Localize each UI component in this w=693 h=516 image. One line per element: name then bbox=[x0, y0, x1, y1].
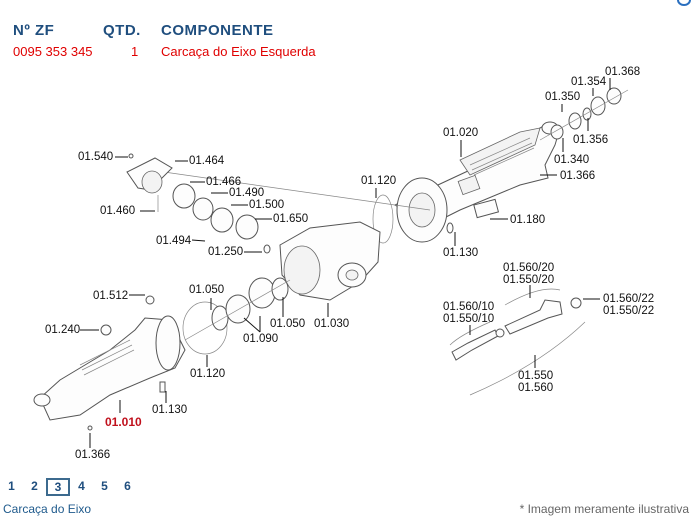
plate-01180 bbox=[473, 198, 500, 219]
label-01020[interactable]: 01.020 bbox=[443, 127, 478, 139]
page-3-link-active[interactable]: 3 bbox=[46, 478, 70, 496]
label-01550-22[interactable]: 01.550/22 bbox=[603, 305, 654, 317]
label-01490[interactable]: 01.490 bbox=[229, 187, 264, 199]
exploded-axle-diagram: 01.540 01.464 01.466 01.490 01.500 01.65… bbox=[33, 66, 654, 461]
label-01130-upper[interactable]: 01.130 bbox=[443, 247, 478, 259]
label-01240[interactable]: 01.240 bbox=[45, 324, 80, 336]
label-01550[interactable]: 01.550 bbox=[518, 370, 553, 382]
tie-rod-assembly bbox=[449, 288, 586, 396]
page-1-link[interactable]: 1 bbox=[8, 479, 15, 493]
column-header-part-number: Nº ZF bbox=[13, 22, 55, 39]
label-01368[interactable]: 01.368 bbox=[605, 66, 640, 78]
label-01550-20[interactable]: 01.550/20 bbox=[503, 274, 554, 286]
ring-01500 bbox=[210, 207, 234, 233]
label-01366-upper[interactable]: 01.366 bbox=[560, 170, 595, 182]
label-01366-lower[interactable]: 01.366 bbox=[75, 449, 110, 461]
label-01350[interactable]: 01.350 bbox=[545, 91, 580, 103]
label-01050-left[interactable]: 01.050 bbox=[189, 284, 224, 296]
screw-01366-left bbox=[87, 425, 93, 431]
label-01500[interactable]: 01.500 bbox=[249, 199, 284, 211]
qty-value: 1 bbox=[131, 44, 139, 59]
column-header-qty: QTD. bbox=[103, 22, 141, 39]
column-header-component: COMPONENTE bbox=[161, 22, 274, 39]
part-number-value: 0095 353 345 bbox=[13, 44, 93, 59]
label-01030[interactable]: 01.030 bbox=[314, 318, 349, 330]
ring-01050-left bbox=[211, 305, 229, 331]
bolt-01130-right bbox=[446, 222, 454, 234]
label-01130-lower[interactable]: 01.130 bbox=[152, 404, 187, 416]
label-01120-upper[interactable]: 01.120 bbox=[361, 175, 396, 187]
ring-01490 bbox=[192, 197, 214, 221]
leader-lines bbox=[80, 78, 611, 448]
label-01010-highlighted[interactable]: 01.010 bbox=[105, 415, 142, 429]
label-01560-10[interactable]: 01.560/10 bbox=[443, 301, 494, 313]
label-01560[interactable]: 01.560 bbox=[518, 382, 553, 394]
ring-01650 bbox=[235, 214, 259, 240]
label-01250[interactable]: 01.250 bbox=[208, 246, 243, 258]
label-01464[interactable]: 01.464 bbox=[189, 155, 225, 167]
label-01460[interactable]: 01.460 bbox=[100, 205, 135, 217]
label-01354[interactable]: 01.354 bbox=[571, 76, 607, 88]
label-01560-22[interactable]: 01.560/22 bbox=[603, 293, 654, 305]
label-01356[interactable]: 01.356 bbox=[573, 134, 608, 146]
page-selector: 1 2 3 4 5 6 bbox=[0, 478, 139, 496]
label-01120-lower[interactable]: 01.120 bbox=[190, 368, 225, 380]
illustrative-note: * Imagem meramente ilustrativa bbox=[519, 502, 689, 516]
label-01466[interactable]: 01.466 bbox=[206, 176, 241, 188]
right-bearing-stack bbox=[539, 87, 629, 141]
label-01540[interactable]: 01.540 bbox=[78, 151, 113, 163]
label-01090[interactable]: 01.090 bbox=[243, 333, 278, 345]
bearing-01090-b bbox=[248, 277, 276, 309]
component-value: Carcaça do Eixo Esquerda bbox=[161, 44, 316, 59]
plug-01240 bbox=[100, 324, 112, 336]
bolt-01130-left bbox=[159, 381, 166, 393]
label-01494[interactable]: 01.494 bbox=[156, 235, 192, 247]
plug-01250 bbox=[263, 244, 271, 254]
bracket-01464 bbox=[126, 153, 173, 212]
label-01650[interactable]: 01.650 bbox=[273, 213, 308, 225]
axle-housing-right bbox=[393, 121, 561, 243]
bearing-01090-a bbox=[225, 294, 251, 324]
page-5-link[interactable]: 5 bbox=[101, 479, 108, 493]
label-01550-10[interactable]: 01.550/10 bbox=[443, 313, 494, 325]
differential-housing bbox=[279, 221, 381, 301]
page-2-link[interactable]: 2 bbox=[31, 479, 38, 493]
axle-housing-left bbox=[33, 295, 186, 421]
label-01340[interactable]: 01.340 bbox=[554, 154, 589, 166]
label-01560-20[interactable]: 01.560/20 bbox=[503, 262, 554, 274]
gasket-01120-left bbox=[182, 301, 228, 355]
ring-01466 bbox=[172, 183, 196, 209]
corner-logo-icon bbox=[677, 0, 691, 6]
page-4-link[interactable]: 4 bbox=[78, 479, 85, 493]
label-01050-right[interactable]: 01.050 bbox=[270, 318, 305, 330]
diagram-title: Carcaça do Eixo bbox=[3, 502, 92, 516]
label-01512[interactable]: 01.512 bbox=[93, 290, 128, 302]
label-01180[interactable]: 01.180 bbox=[510, 214, 545, 226]
page-6-link[interactable]: 6 bbox=[124, 479, 131, 493]
gasket-01120-right bbox=[372, 194, 394, 244]
